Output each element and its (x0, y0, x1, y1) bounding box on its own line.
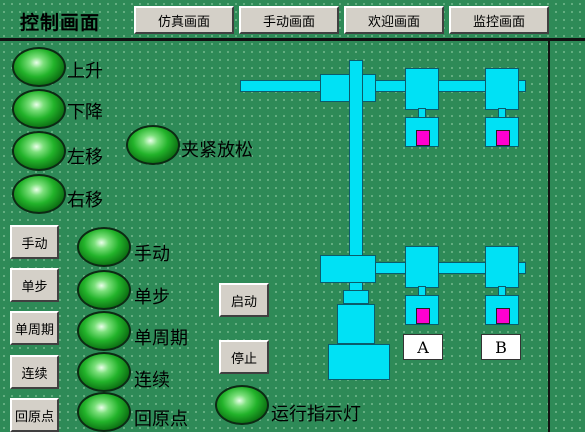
right-indicator-label: 右移 (67, 190, 103, 211)
lower-station-b-housing (485, 246, 519, 288)
upper-carriage (320, 74, 376, 102)
step-mode-label: 单步 (134, 287, 170, 308)
upper-station-a-workpiece (416, 130, 430, 146)
header-divider (0, 38, 585, 41)
clamp-indicator-label: 夹紧放松 (181, 140, 253, 161)
stop-button[interactable]: 停止 (219, 340, 269, 374)
left-indicator-lamp (12, 131, 66, 171)
home-mode-label: 回原点 (134, 409, 188, 430)
lower-station-a-housing (405, 246, 439, 288)
upper-station-b-housing (485, 68, 519, 110)
page-title: 控制画面 (20, 12, 101, 34)
nav-welcome-button[interactable]: 欢迎画面 (344, 6, 444, 34)
start-button[interactable]: 启动 (219, 283, 269, 317)
continuous-mode-button[interactable]: 连续 (10, 355, 59, 389)
down-indicator-label: 下降 (67, 102, 103, 123)
upper-arm (240, 80, 526, 92)
lower-carriage (320, 255, 376, 283)
base-body (337, 304, 375, 344)
manual-mode-button[interactable]: 手动 (10, 225, 59, 259)
home-mode-button[interactable]: 回原点 (10, 398, 59, 432)
down-indicator-lamp (12, 89, 66, 129)
cycle-mode-label: 单周期 (134, 328, 188, 349)
home-mode-lamp (77, 392, 131, 432)
cycle-mode-lamp (77, 311, 131, 351)
clamp-indicator-lamp (126, 125, 180, 165)
lower-station-b-workpiece (496, 308, 510, 324)
nav-manual-button[interactable]: 手动画面 (239, 6, 339, 34)
nav-simulation-button[interactable]: 仿真画面 (134, 6, 234, 34)
station-b-label: B (481, 334, 521, 360)
cycle-mode-button[interactable]: 单周期 (10, 311, 59, 345)
up-indicator-label: 上升 (67, 61, 103, 82)
up-indicator-lamp (12, 47, 66, 87)
continuous-mode-label: 连续 (134, 370, 170, 391)
nav-monitor-button[interactable]: 监控画面 (449, 6, 549, 34)
run-indicator-label: 运行指示灯 (271, 404, 361, 425)
upper-station-a-housing (405, 68, 439, 110)
upper-station-b-workpiece (496, 130, 510, 146)
right-divider (548, 38, 550, 432)
right-indicator-lamp (12, 174, 66, 214)
lower-station-a-workpiece (416, 308, 430, 324)
step-mode-button[interactable]: 单步 (10, 268, 59, 302)
base-neck (343, 290, 369, 304)
manual-mode-label: 手动 (134, 244, 170, 265)
base-foot (328, 344, 390, 380)
continuous-mode-lamp (77, 352, 131, 392)
station-a-label: A (403, 334, 443, 360)
step-mode-lamp (77, 270, 131, 310)
run-indicator-lamp (215, 385, 269, 425)
left-indicator-label: 左移 (67, 147, 103, 168)
manual-mode-lamp (77, 227, 131, 267)
